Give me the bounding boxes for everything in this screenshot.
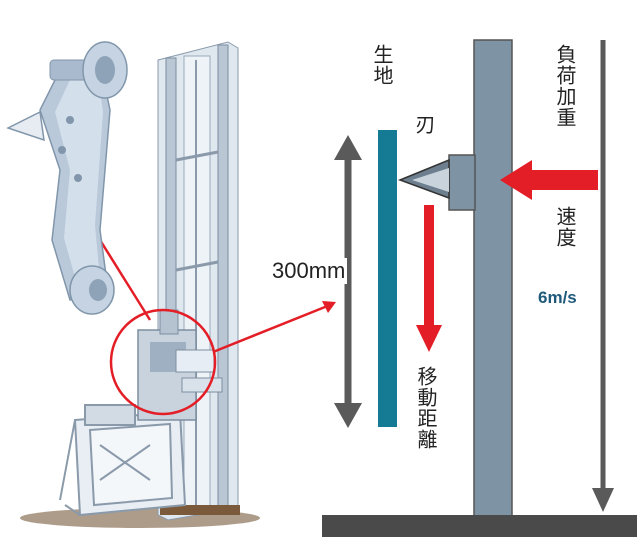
travel-range-double-arrow xyxy=(334,135,362,428)
load-label: 負荷加重 xyxy=(553,44,577,128)
zoom-connector-arrowhead xyxy=(322,301,336,313)
speed-arrow xyxy=(592,40,614,512)
cutter-pointer-line xyxy=(98,239,152,321)
load-arrow xyxy=(500,160,598,200)
vertical-column xyxy=(473,39,513,519)
blade-label: 刃 xyxy=(412,114,436,135)
speed-label: 速度 xyxy=(553,206,577,248)
cutter-arm-illustration xyxy=(6,41,128,315)
travel-label: 移動距離 xyxy=(414,366,438,450)
zoom-highlight-circle xyxy=(109,308,217,416)
machine-carriage xyxy=(137,309,223,421)
base-plate xyxy=(322,515,637,537)
machine-frame xyxy=(59,404,187,517)
machine-tower xyxy=(157,41,240,521)
fabric-bar xyxy=(378,130,397,427)
movement-arrow xyxy=(416,205,442,352)
blade-holder xyxy=(448,154,476,211)
fabric-label: 生地 xyxy=(370,44,394,86)
distance-label: 300mm xyxy=(270,258,348,284)
speed-value: 6m/s xyxy=(538,288,577,307)
zoom-connector-line xyxy=(212,303,331,354)
